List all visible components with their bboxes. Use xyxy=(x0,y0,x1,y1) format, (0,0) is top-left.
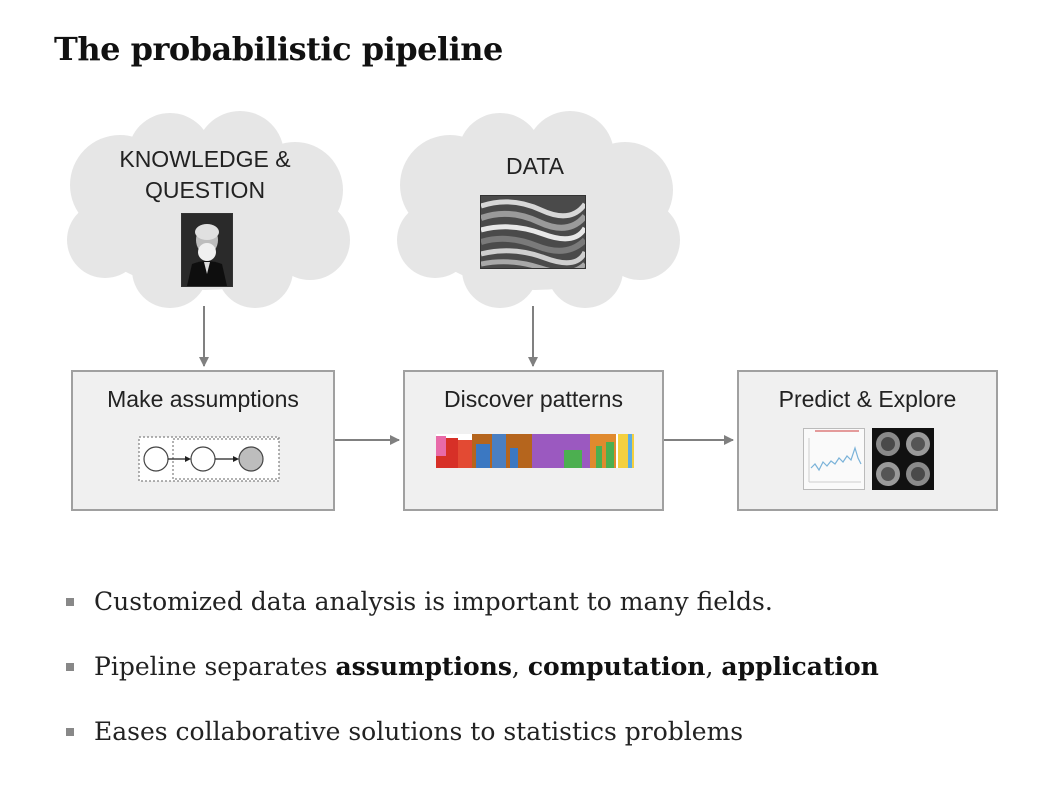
bullet-separator: , xyxy=(705,652,722,681)
graphical-model-icon xyxy=(138,436,280,482)
knowledge-cloud: KNOWLEDGE & QUESTION xyxy=(60,110,350,310)
slide-title: The probabilistic pipeline xyxy=(54,30,503,68)
bullet-square-icon xyxy=(66,663,74,671)
box-label: Make assumptions xyxy=(107,386,299,412)
brain-scans-icon xyxy=(872,428,934,490)
box-label: Discover patterns xyxy=(444,386,623,412)
bullet-separator: , xyxy=(511,652,528,681)
bullet-list: Customized data analysis is important to… xyxy=(66,582,879,777)
cloud-label-line-1: DATA xyxy=(506,153,564,179)
bullet-item: Eases collaborative solutions to statist… xyxy=(66,712,879,777)
discover-patterns-box: Discover patterns xyxy=(403,370,664,511)
bullet-item: Pipeline separates assumptions, computat… xyxy=(66,647,879,712)
bullet-square-icon xyxy=(66,728,74,736)
make-assumptions-box: Make assumptions xyxy=(71,370,335,511)
bullet-text: Eases collaborative solutions to statist… xyxy=(94,717,744,746)
data-texture-photo xyxy=(480,195,586,269)
bullet-bold-application: application xyxy=(721,652,879,681)
bullet-bold-assumptions: assumptions xyxy=(335,652,512,681)
cloud-shape xyxy=(67,111,350,308)
time-series-plot-icon xyxy=(803,428,865,490)
portrait-photo xyxy=(181,213,233,287)
predict-explore-box: Predict & Explore xyxy=(737,370,998,511)
data-cloud: DATA xyxy=(390,110,680,310)
bullet-square-icon xyxy=(66,598,74,606)
bullet-item: Customized data analysis is important to… xyxy=(66,582,879,647)
bullet-bold-computation: computation xyxy=(527,652,706,681)
cloud-label-line-2: QUESTION xyxy=(144,177,266,203)
cloud-label-line-1: KNOWLEDGE & xyxy=(119,146,291,172)
bullet-text-prefix: Pipeline separates xyxy=(94,652,336,681)
box-label: Predict & Explore xyxy=(778,386,957,412)
admixture-barplot xyxy=(436,434,634,468)
bullet-text: Customized data analysis is important to… xyxy=(94,587,773,616)
